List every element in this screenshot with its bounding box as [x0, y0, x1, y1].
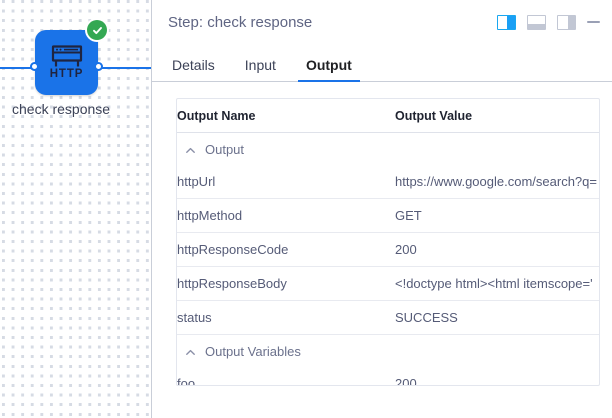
- panel-tabs: Details Input Output: [152, 44, 612, 82]
- check-circle-icon: [87, 20, 107, 40]
- connector-wire-incoming: [0, 67, 42, 69]
- table-row[interactable]: status SUCCESS: [177, 300, 599, 335]
- cell-output-value: GET: [395, 198, 599, 233]
- cell-output-name: httpMethod: [177, 198, 395, 233]
- cell-output-value: 200: [395, 232, 599, 267]
- tab-output[interactable]: Output: [297, 58, 360, 82]
- table-row[interactable]: httpMethod GET: [177, 198, 599, 233]
- workflow-canvas[interactable]: HTTP check response: [0, 0, 152, 418]
- panel-header: Step: check response: [152, 0, 612, 44]
- panel-header-actions: [497, 14, 600, 30]
- column-header-output-name: Output Name: [177, 99, 395, 133]
- cell-output-name: status: [177, 300, 395, 335]
- node-glyph-label: HTTP: [49, 67, 84, 80]
- group-row-cell: Output: [177, 133, 599, 166]
- table-header-row: Output Name Output Value: [177, 99, 599, 133]
- table-row[interactable]: httpUrl https://www.google.com/search?q=: [177, 165, 599, 199]
- node-content: HTTP: [35, 30, 98, 95]
- group-row-output-variables[interactable]: Output Variables: [177, 335, 599, 368]
- layout-bottom-panel-button[interactable]: [527, 14, 546, 30]
- workflow-node-http[interactable]: HTTP: [30, 20, 107, 95]
- layout-side-panel-button[interactable]: [497, 14, 516, 30]
- output-table-card: Output Name Output Value: [176, 98, 600, 386]
- tab-details[interactable]: Details: [172, 57, 215, 73]
- node-label: check response: [12, 101, 111, 117]
- step-details-panel: Step: check response Details Input Outpu…: [152, 0, 612, 418]
- column-header-output-value: Output Value: [395, 99, 599, 133]
- chevron-up-icon[interactable]: [185, 346, 196, 357]
- cell-output-value: 200: [395, 376, 417, 386]
- layout-right-panel-button[interactable]: [557, 14, 576, 30]
- cell-output-name: foo: [177, 376, 196, 386]
- output-table-head: Output Name Output Value: [177, 99, 599, 133]
- table-row[interactable]: httpResponseCode 200: [177, 232, 599, 267]
- minimize-button[interactable]: [587, 20, 600, 24]
- table-row[interactable]: foo 200: [177, 367, 599, 386]
- group-label-wrap: Output Variables: [185, 344, 593, 359]
- panel-body: Output Name Output Value: [152, 82, 612, 418]
- cell-output-value: SUCCESS: [395, 300, 599, 335]
- node-input-port[interactable]: [30, 62, 39, 71]
- output-table: Output Name Output Value: [177, 99, 599, 386]
- http-browser-icon: [51, 45, 83, 68]
- cell-output-name: httpUrl: [177, 165, 395, 199]
- group-label-wrap: Output: [185, 142, 593, 157]
- chevron-up-icon[interactable]: [185, 144, 196, 155]
- group-row-output[interactable]: Output: [177, 133, 599, 166]
- layout-bottom-panel-icon: [528, 23, 545, 29]
- panel-title: Step: check response: [168, 13, 313, 31]
- tab-input[interactable]: Input: [244, 57, 276, 73]
- group-label-text: Output Variables: [205, 344, 301, 359]
- table-row[interactable]: httpResponseBody <!doctype html><html it…: [177, 266, 599, 301]
- cell-output-name: httpResponseCode: [177, 232, 395, 267]
- group-label-text: Output: [205, 142, 245, 157]
- layout-side-panel-icon: [507, 15, 515, 29]
- cell-output-name: httpResponseBody: [177, 266, 395, 301]
- cell-output-value: https://www.google.com/search?q=: [395, 165, 599, 199]
- layout-right-panel-icon: [567, 15, 575, 29]
- cell-output-value: <!doctype html><html itemscope=': [395, 266, 599, 301]
- node-output-port[interactable]: [94, 62, 103, 71]
- group-row-cell: Output Variables: [177, 335, 599, 368]
- output-table-body: Output httpUrl https://www.google.com/se…: [177, 133, 599, 386]
- connector-wire-outgoing: [100, 67, 151, 69]
